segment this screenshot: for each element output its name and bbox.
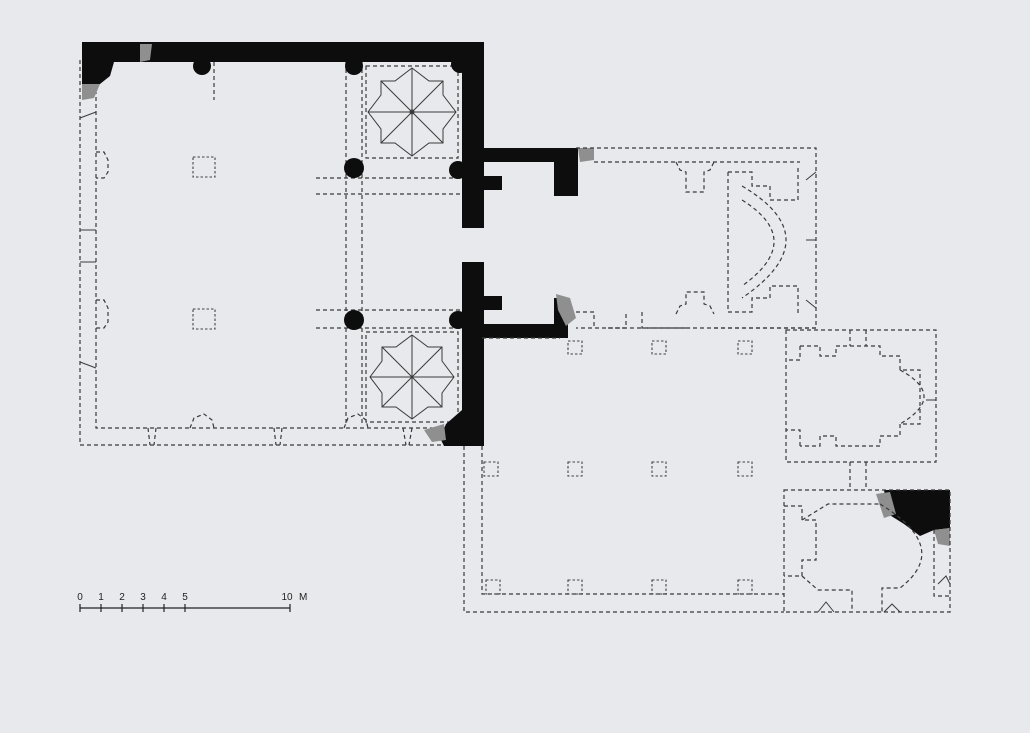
south-portico xyxy=(463,337,784,613)
scale-label-5: 5 xyxy=(182,592,188,603)
surviving-walls xyxy=(82,42,950,536)
colonnade-aisle xyxy=(316,62,460,426)
ruined-wall-edges xyxy=(82,44,950,546)
star-vault-north xyxy=(367,67,457,157)
scale-unit: M xyxy=(299,592,307,603)
scale-label-10: 10 xyxy=(281,592,293,603)
scale-label-4: 4 xyxy=(161,592,167,603)
scale-label-3: 3 xyxy=(140,592,146,603)
scale-label-0: 0 xyxy=(77,592,83,603)
side-chapel-south xyxy=(783,489,951,613)
east-chapel xyxy=(576,147,817,329)
scale-label-2: 2 xyxy=(119,592,125,603)
west-hall xyxy=(79,60,468,446)
scale-label-1: 1 xyxy=(98,592,104,603)
scale-bar: 0 1 2 3 4 5 10 M xyxy=(77,592,307,612)
star-vault-south xyxy=(369,334,455,420)
side-chapel-north xyxy=(785,329,937,490)
